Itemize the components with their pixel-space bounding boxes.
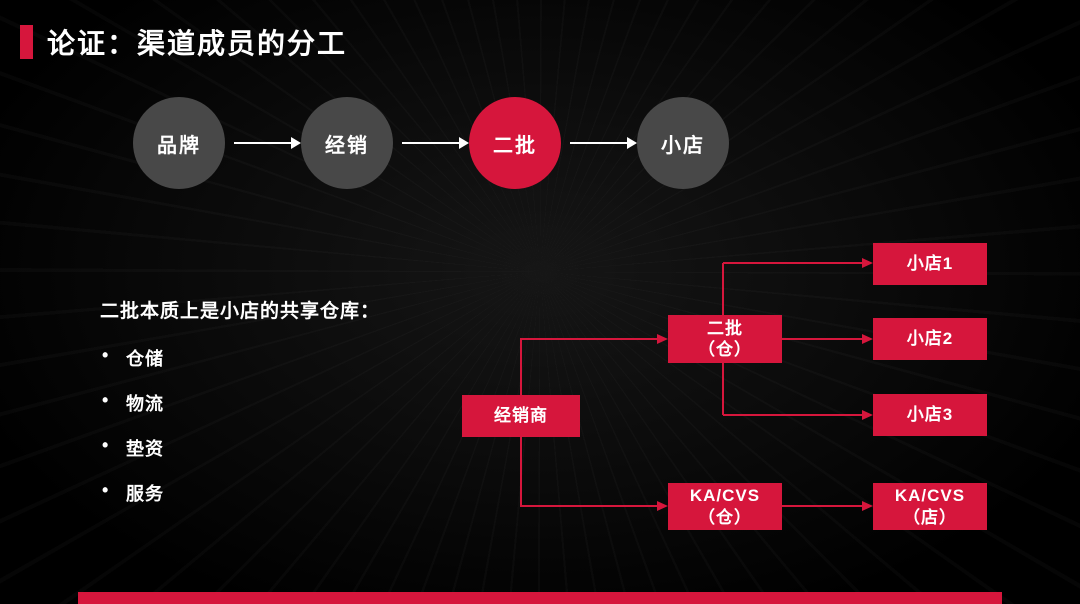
- diagram-box-label-line1: KA/CVS: [894, 486, 966, 506]
- flow-node-second-tier: 二批: [469, 97, 561, 189]
- diagram-box-second-tier-warehouse: 二批 （仓）: [668, 315, 782, 363]
- diagram-box-ka-cvs-warehouse: KA/CVS （仓）: [668, 483, 782, 530]
- connector-distributor-to-second-tier: [520, 338, 660, 395]
- arrowhead-icons: [657, 258, 873, 511]
- diagram-box-label-line2: （店）: [903, 507, 957, 527]
- page-title: 论证：渠道成员的分工: [47, 28, 348, 59]
- notes-heading: 二批本质上是小店的共享仓库：: [100, 301, 381, 322]
- diagram-box-distributor: 经销商: [462, 395, 580, 437]
- notes-list: 仓储 物流 垫资 服务: [100, 345, 380, 506]
- diagram-box-store-1: 小店1: [873, 243, 987, 285]
- connector-distributor-to-ka-warehouse: [520, 437, 660, 507]
- arrow-right-icon: [234, 137, 301, 149]
- diagram-box-label-line1: 二批: [707, 318, 743, 338]
- diagram-box-label: 小店2: [906, 329, 954, 349]
- notes-bullet: 服务: [100, 480, 380, 506]
- flow-node-store: 小店: [637, 97, 729, 189]
- title-accent-bar: [20, 25, 33, 59]
- bottom-accent-bar: [78, 592, 1002, 604]
- notes-bullet: 物流: [100, 390, 380, 416]
- diagram-box-ka-cvs-store: KA/CVS （店）: [873, 483, 987, 530]
- flow-node-brand: 品牌: [133, 97, 225, 189]
- notes-bullet: 仓储: [100, 345, 380, 371]
- slide-header: 论证：渠道成员的分工: [20, 22, 347, 62]
- arrow-right-icon: [570, 137, 637, 149]
- diagram-box-label: 小店1: [906, 254, 954, 274]
- diagram-box-label: 经销商: [494, 406, 548, 426]
- channel-flow: 品牌 经销 二批 小店: [133, 97, 729, 189]
- notes-block: 二批本质上是小店的共享仓库： 仓储 物流 垫资 服务: [100, 296, 380, 525]
- diagram-box-label-line2: （仓）: [698, 340, 752, 359]
- notes-bullet: 垫资: [100, 435, 380, 461]
- diagram-box-store-2: 小店2: [873, 318, 987, 360]
- diagram-box-store-3: 小店3: [873, 394, 987, 436]
- diagram-box-label-line2: （仓）: [698, 507, 752, 527]
- arrow-right-icon: [402, 137, 469, 149]
- diagram-box-label-line1: KA/CVS: [689, 486, 761, 506]
- flow-node-distributor: 经销: [301, 97, 393, 189]
- diagram-box-label: 小店3: [906, 405, 954, 425]
